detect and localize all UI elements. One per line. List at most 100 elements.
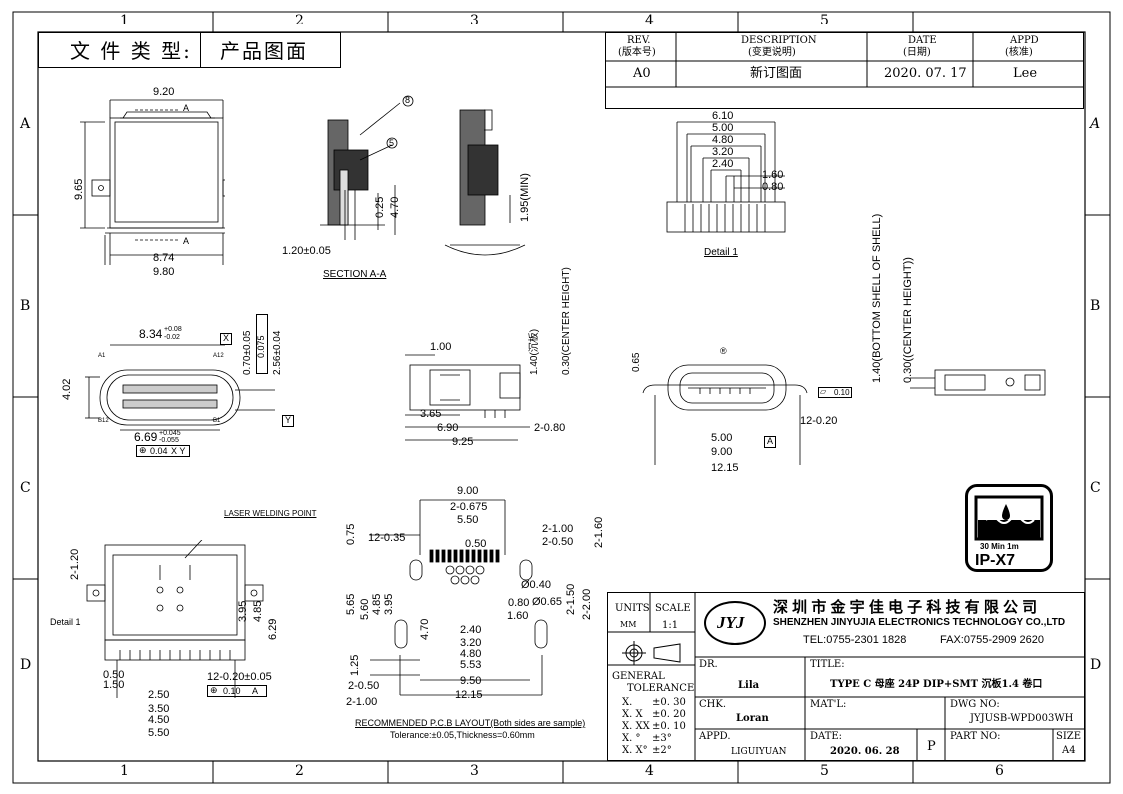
front-pos-val: 0.04 xyxy=(150,446,168,456)
side-view-2 xyxy=(405,354,530,441)
front2-mark: ® xyxy=(720,346,727,356)
chk-value: Loran xyxy=(736,713,769,724)
date-value: 2020. 06. 28 xyxy=(830,746,900,757)
bottom-pos-ref: A xyxy=(252,686,259,696)
front2-datum-a xyxy=(764,436,776,448)
side3-d1: 1.40(BOTTOM SHELL OF SHELL) xyxy=(871,213,883,383)
bottom-d3: 4.85 xyxy=(252,600,264,622)
front-view xyxy=(85,344,275,431)
detail-d2: 4.80 xyxy=(712,134,734,146)
ip-rating-badge: 30 Min 1m IP-X7 xyxy=(965,484,1053,572)
front2-flat: 0.10 xyxy=(834,388,850,397)
pcb-top-3: 0.50 xyxy=(465,538,487,550)
bottom-d1: 2-1.20 xyxy=(69,548,81,580)
tol-row-1-key: X. X xyxy=(622,709,643,720)
grid-row-a-right: A xyxy=(1090,116,1101,132)
dr-label: DR. xyxy=(699,659,718,670)
bottom-d6: 1.50 xyxy=(103,679,125,691)
bottom-d5: 0.50 xyxy=(103,669,125,681)
grid-col-4-top: 4 xyxy=(645,14,654,24)
pcb-bottom-4: 9.50 xyxy=(460,675,482,687)
date-value: 2020. 07. 17 xyxy=(884,66,967,81)
pcb-left-9: 2-1.00 xyxy=(346,696,378,708)
appd-value: LIGUIYUAN xyxy=(731,747,787,757)
front-datum-x-label: X xyxy=(223,333,230,343)
bottom-detail-label: Detail 1 xyxy=(50,617,81,627)
chk-label: CHK. xyxy=(699,699,727,710)
bottom-d8: 3.50 xyxy=(148,703,170,715)
pcb-left-8: 2-0.50 xyxy=(348,680,380,692)
front-pos2-frame xyxy=(256,314,268,374)
detail-d0: 6.10 xyxy=(712,110,734,122)
tolerance-title: GENERAL xyxy=(612,671,665,682)
tolerance-title-2: TOLERANCE xyxy=(627,683,695,694)
front2-flat-frame xyxy=(818,387,852,398)
scale-value: 1:1 xyxy=(662,620,679,631)
detail-d5: 1.60 xyxy=(762,169,784,181)
pcb-right-5: 2-2.00 xyxy=(581,588,593,620)
pcb-bottom-0: 2.40 xyxy=(460,624,482,636)
pcb-right-4: 2-1.50 xyxy=(565,583,577,615)
front-datum-x xyxy=(220,333,232,345)
tol-row-0-val: ±0. 30 xyxy=(652,697,686,708)
size-value: A4 xyxy=(1062,745,1076,756)
side2-d1: 1.00 xyxy=(430,341,452,353)
front-w: 8.34 xyxy=(139,327,163,341)
company-name-cn: 深 圳 市 金 宇 佳 电 子 科 技 有 限 公 司 xyxy=(773,599,1038,616)
ip-rating: IP-X7 xyxy=(975,552,1016,569)
title-value: TYPE C 母座 24P DIP+SMT 沉板1.4 卷口 xyxy=(830,679,1043,690)
title-label: TITLE: xyxy=(810,659,845,670)
detail-view xyxy=(666,121,786,233)
rev-header-cn: (版本号) xyxy=(618,47,656,58)
grid-col-3: 3 xyxy=(470,763,479,779)
side-view-3 xyxy=(910,369,1046,396)
section-d1: 1.20±0.05 xyxy=(282,245,331,257)
front-w2-up: +0.045 xyxy=(159,430,181,437)
top-w3: 9.80 xyxy=(153,266,175,278)
front2-d2: 5.00 xyxy=(711,432,733,444)
pcb-right-0: Ø0.40 xyxy=(521,579,551,591)
side-d1: 1.95(MIN) xyxy=(519,173,531,222)
detail-label: Detail 1 xyxy=(704,247,738,258)
company-tel: TEL:0755-2301 1828 xyxy=(803,634,907,646)
front-w2-dn: -0.055 xyxy=(159,437,179,444)
pcb-layout xyxy=(370,499,548,696)
front-pos-frame xyxy=(136,445,190,457)
pcb-left-7: 1.25 xyxy=(349,654,361,676)
desc-header-cn: (变更说明) xyxy=(748,47,796,58)
grid-row-d: D xyxy=(20,657,32,673)
front2-d5: 12-0.20 xyxy=(800,415,838,427)
pcb-bottom-2: 4.80 xyxy=(460,648,482,660)
title-block-grid xyxy=(607,592,1085,761)
ip-depth: 30 Min 1m xyxy=(980,542,1019,551)
bottom-d11: 12-0.20±0.05 xyxy=(207,671,272,683)
pcb-left-2: 5.65 xyxy=(345,593,357,615)
front2-datum-a-label: A xyxy=(767,436,774,446)
dwg-label: DWG NO: xyxy=(950,699,1000,710)
mat-label: MAT'L: xyxy=(810,699,847,710)
grid-col-3-top: 3 xyxy=(470,14,479,24)
front-pos-symbol: ⊕ xyxy=(139,445,147,455)
pcb-top-1: 2-0.675 xyxy=(450,501,488,513)
pcb-right-3: 1.60 xyxy=(507,610,529,622)
top-h1: 9.65 xyxy=(73,178,85,200)
front-pos2-val: 0.075 xyxy=(256,335,266,358)
company-logo-text: JYJ xyxy=(717,613,745,632)
section-d2: 0.25 xyxy=(374,196,386,218)
side2-d7: 0.30(CENTER HEIGHT) xyxy=(561,267,572,375)
grid-col-5-top: 5 xyxy=(820,14,829,24)
desc-value: 新订图面 xyxy=(750,66,803,81)
pcb-caption: RECOMMENDED P.C.B LAYOUT(Both sides are … xyxy=(355,718,586,728)
top-sec-a: A xyxy=(183,103,190,113)
pcb-right-1: Ø0.65 xyxy=(532,596,562,608)
grid-col-2-top: 2 xyxy=(295,14,304,24)
bottom-d7: 2.50 xyxy=(148,689,170,701)
tol-row-0-key: X. xyxy=(622,697,633,708)
tol-row-3-val: ±3° xyxy=(652,733,672,744)
tol-row-4-key: X. X° xyxy=(622,745,648,756)
section-balloon-8: 8 xyxy=(405,95,411,105)
date-label: DATE: xyxy=(810,731,843,742)
water-drop-icon xyxy=(974,495,1044,541)
company-logo: JYJ xyxy=(704,601,766,645)
